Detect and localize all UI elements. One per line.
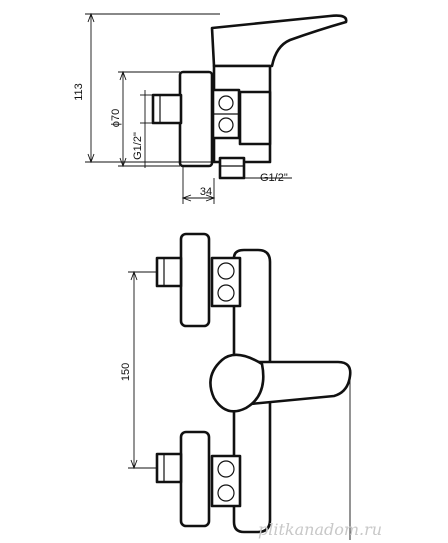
dim-150-label: 150 xyxy=(120,363,132,381)
side-nut-ring-bottom xyxy=(218,117,234,133)
side-dimensions xyxy=(85,12,292,204)
front-top-nut xyxy=(210,256,242,308)
front-bottom-nut-ring-b xyxy=(217,484,235,502)
side-handle xyxy=(210,14,348,68)
front-bottom-flange xyxy=(179,430,211,528)
front-bottom-nut xyxy=(210,454,242,508)
front-bottom-nut-ring-a xyxy=(217,460,235,478)
side-body-inner xyxy=(238,90,272,146)
front-view xyxy=(155,232,352,534)
front-dimensions xyxy=(128,270,351,540)
dim-34-label: 34 xyxy=(200,186,212,198)
side-nut-ring-top xyxy=(218,95,234,111)
side-outlet xyxy=(218,156,246,180)
side-flange xyxy=(178,70,214,168)
side-view xyxy=(151,14,348,180)
front-bottom-pipe xyxy=(155,452,183,484)
front-handle-cap xyxy=(209,353,265,413)
front-top-nut-ring-b xyxy=(217,284,235,302)
dim-thread-bottom-label: G1/2" xyxy=(260,172,288,184)
watermark-text: plitkanadom.ru xyxy=(258,520,382,539)
dim-diameter-label: ϕ70 xyxy=(110,109,122,127)
dim-thread-left-label: G1/2" xyxy=(132,132,144,160)
dim-113-label: 113 xyxy=(73,83,85,101)
front-top-flange xyxy=(179,232,211,328)
side-pipe xyxy=(151,93,183,125)
front-top-pipe xyxy=(155,256,183,288)
front-top-nut-ring-a xyxy=(217,262,235,280)
